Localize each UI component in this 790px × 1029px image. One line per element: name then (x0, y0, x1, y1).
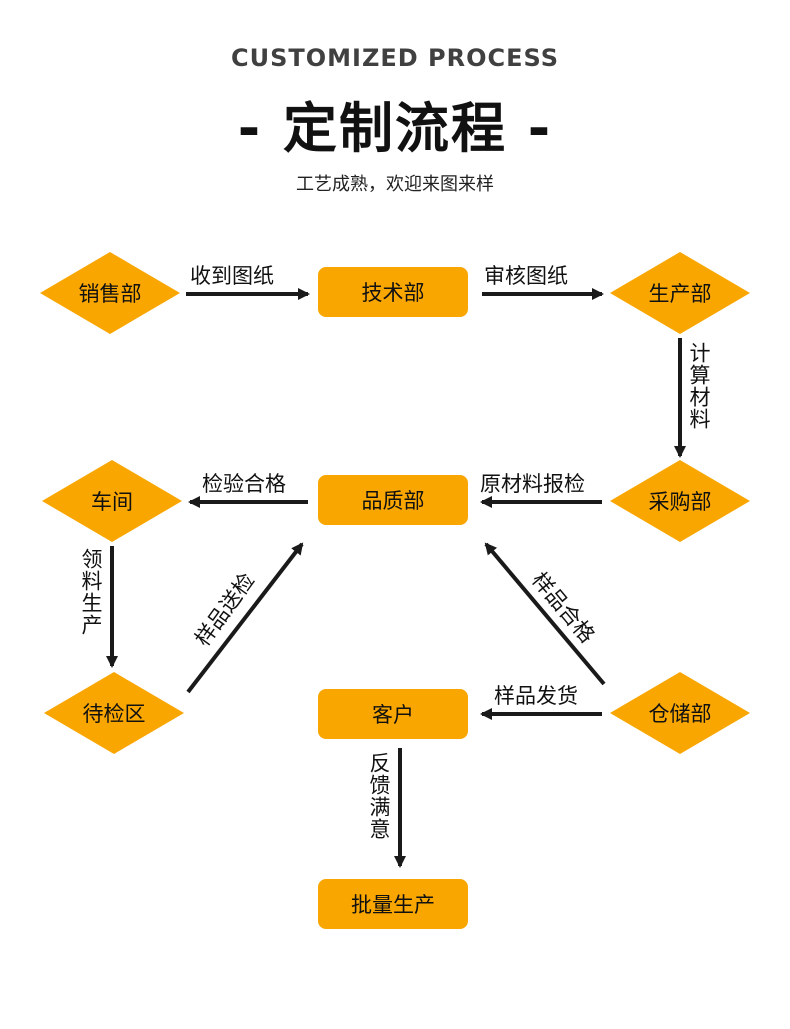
node-inspection-area: 待检区 (44, 672, 184, 754)
node-workshop-label: 车间 (91, 490, 133, 514)
subtitle: 工艺成熟，欢迎来图来样 (296, 174, 494, 195)
node-mass-production-label: 批量生产 (351, 893, 435, 917)
node-warehouse: 仓储部 (610, 672, 750, 754)
title-chinese: - 定制流程 - (237, 97, 553, 160)
node-mass-production: 批量生产 (318, 879, 468, 929)
node-quality: 品质部 (318, 475, 468, 525)
node-customer-label: 客户 (372, 703, 414, 727)
title-english: CUSTOMIZED PROCESS (230, 44, 560, 72)
node-purchasing: 采购部 (610, 460, 750, 542)
arrow-inspection-to-quality (186, 542, 304, 694)
node-workshop: 车间 (42, 460, 182, 542)
node-inspection-area-label: 待检区 (82, 702, 146, 726)
node-tech: 技术部 (318, 267, 468, 317)
node-sales: 销售部 (40, 252, 180, 334)
node-quality-label: 品质部 (361, 489, 425, 513)
edge-label-receive-drawing: 收到图纸 (190, 264, 274, 288)
node-production: 生产部 (610, 252, 750, 334)
edge-label-calc-material: 计算材料 (687, 342, 711, 430)
node-tech-label: 技术部 (361, 281, 425, 305)
node-purchasing-label: 采购部 (648, 490, 712, 514)
edge-label-review-drawing: 审核图纸 (484, 264, 568, 288)
node-customer: 客户 (318, 689, 468, 739)
node-warehouse-label: 仓储部 (648, 702, 712, 726)
edge-label-pick-material: 领料生产 (79, 548, 103, 636)
edge-label-sample-ship: 样品发货 (494, 684, 578, 708)
edge-label-feedback-ok: 反馈满意 (367, 752, 391, 840)
arrow-warehouse-to-quality (484, 542, 606, 686)
node-production-label: 生产部 (648, 282, 712, 306)
edge-label-raw-material-inspect: 原材料报检 (480, 472, 585, 496)
edge-label-inspect-pass: 检验合格 (202, 472, 286, 496)
node-sales-label: 销售部 (78, 282, 142, 306)
